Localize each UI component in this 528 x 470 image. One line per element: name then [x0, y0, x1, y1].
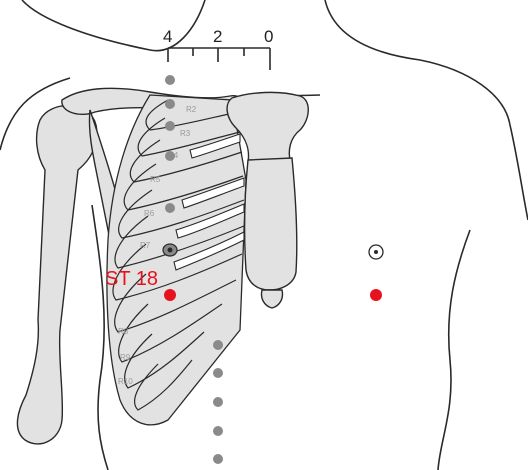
rib-label-6: R6: [144, 209, 155, 218]
guide-dot: [165, 203, 175, 213]
guide-dot: [213, 368, 223, 378]
torso-right-side: [438, 230, 470, 470]
guide-dot: [165, 121, 175, 131]
scale-label-0: 0: [264, 27, 273, 46]
scale-label-2: 2: [213, 27, 222, 46]
rib-label-8: R8: [118, 327, 129, 336]
guide-dot: [213, 426, 223, 436]
sternum-body: [245, 158, 297, 290]
neck-left-line: [22, 0, 205, 51]
guide-dot: [165, 151, 175, 161]
rib-label-10: R10: [118, 377, 133, 386]
rib-label-3: R3: [180, 129, 191, 138]
guide-dot: [165, 75, 175, 85]
nipple-right-marker: [369, 245, 383, 259]
neck-right-line: [325, 0, 528, 220]
guide-dot: [213, 340, 223, 350]
torso-left-side: [92, 205, 108, 470]
rib-label-5: R5: [150, 175, 161, 184]
xiphoid-process: [261, 290, 282, 308]
guide-dot: [213, 397, 223, 407]
acupoint-st18-left: [164, 289, 176, 301]
guide-dot: [213, 454, 223, 464]
rib-label-2: R2: [186, 105, 197, 114]
rib-label-7: R7: [140, 241, 151, 250]
measure-scale: [168, 48, 270, 70]
guide-dot: [165, 99, 175, 109]
acupoint-label: ST 18: [105, 268, 158, 290]
humerus-bone: [17, 106, 96, 444]
nipple-left-marker: [163, 244, 177, 256]
rib-label-9: R9: [120, 353, 131, 362]
scale-label-4: 4: [163, 27, 172, 46]
acupoint-st18-right: [370, 289, 382, 301]
